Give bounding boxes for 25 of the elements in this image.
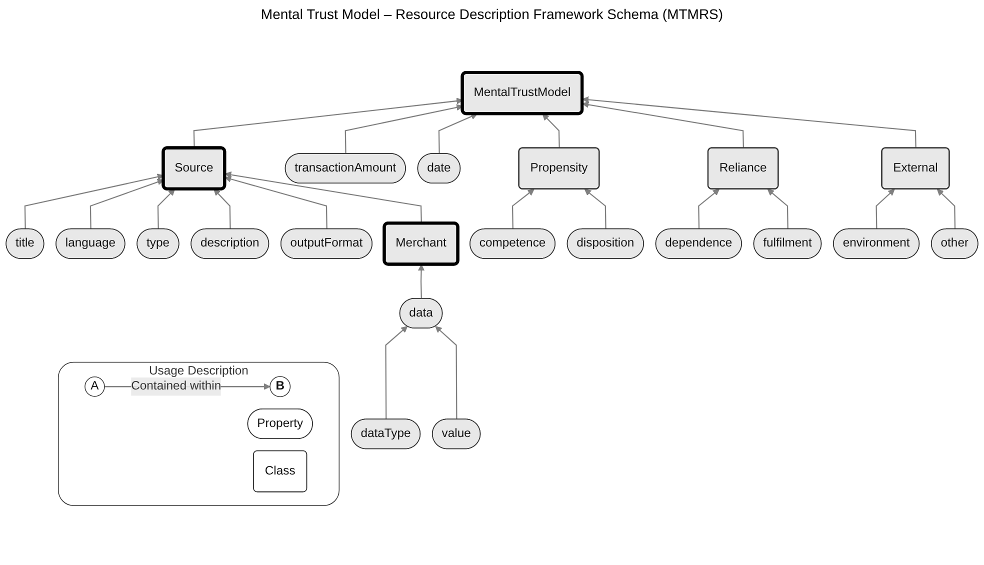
arrow (582, 96, 916, 148)
arrow (193, 98, 463, 148)
arrow (418, 264, 425, 299)
arrow (936, 188, 956, 230)
arrow (224, 176, 328, 230)
arrow (876, 188, 895, 230)
arrow (512, 188, 534, 230)
edge-label: Contained within (131, 380, 222, 393)
arrow (90, 178, 164, 230)
arrow (435, 326, 458, 420)
arrow (582, 101, 744, 148)
arrow (214, 188, 231, 230)
arrow (24, 174, 164, 230)
arrow (385, 326, 408, 420)
arrow (698, 188, 720, 230)
arrow (344, 104, 463, 154)
arrow (157, 188, 175, 230)
arrow (584, 188, 606, 230)
arrow (438, 113, 478, 154)
node-circle: B (270, 376, 291, 398)
diagram-title: Mental Trust Model – Resource Description Framework Schema (MTMRS) (260, 6, 724, 22)
arrow (767, 188, 788, 230)
node-circle: A (84, 376, 105, 397)
arrow (224, 171, 422, 224)
arrow (542, 114, 560, 148)
